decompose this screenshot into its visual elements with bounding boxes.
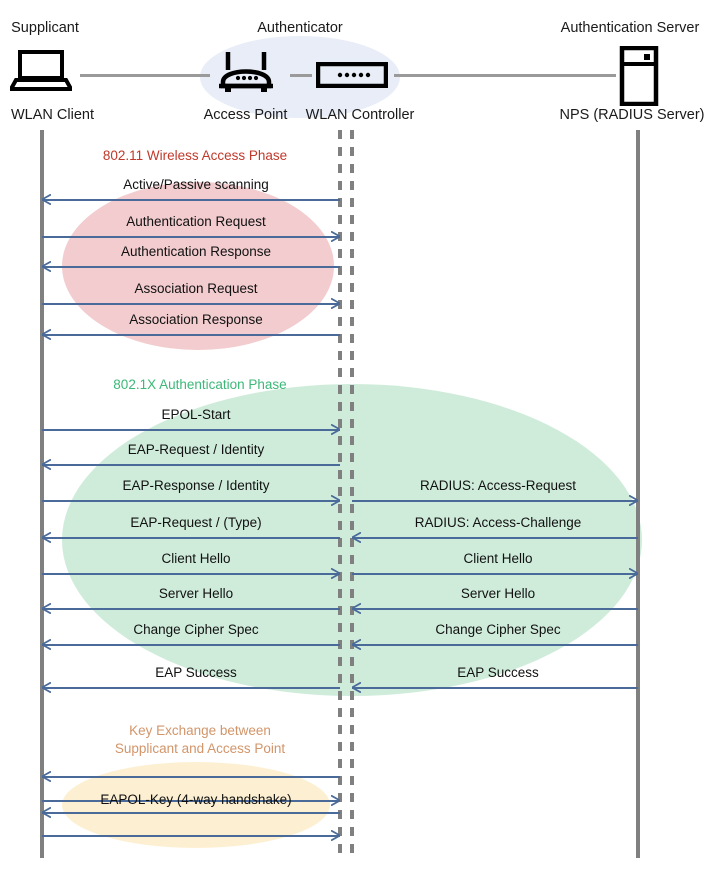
message-label-eapol-key: EAPOL-Key (4-way handshake): [100, 792, 292, 807]
arrowhead-left: [42, 532, 51, 543]
message-label-left-9: Client Hello: [161, 551, 231, 566]
key-exchange-arrow-3: [42, 830, 340, 841]
arrowhead-right: [331, 298, 340, 309]
actor-title-authenticator: Authenticator: [257, 20, 343, 36]
message-arrow-left-9: [42, 568, 340, 579]
arrowhead-left: [42, 603, 51, 614]
message-arrow-right-4: [352, 639, 638, 650]
message-label-right-5: EAP Success: [457, 665, 539, 680]
message-arrow-left-12: [42, 682, 340, 693]
message-arrow-left-6: [42, 459, 340, 470]
phase-caption-wireless-access: 802.11 Wireless Access Phase: [102, 148, 288, 163]
message-arrow-left-1: [42, 231, 340, 242]
arrowhead-left: [42, 639, 51, 650]
message-arrow-right-1: [352, 532, 638, 543]
message-label-left-4: Association Response: [129, 312, 263, 327]
message-label-right-4: Change Cipher Spec: [435, 622, 561, 637]
message-label-left-1: Authentication Request: [126, 214, 266, 229]
link-client-ap: [80, 74, 210, 77]
message-label-right-1: RADIUS: Access-Challenge: [414, 515, 582, 530]
message-label-left-12: EAP Success: [155, 665, 237, 680]
message-label-left-0: Active/Passive scanning: [123, 177, 269, 192]
arrowhead-left: [352, 639, 361, 650]
actor-title-supplicant: Supplicant: [11, 20, 79, 36]
arrowhead-left: [352, 603, 361, 614]
arrowhead-right: [629, 495, 638, 506]
message-label-left-8: EAP-Request / (Type): [130, 515, 262, 530]
actor-title-auth-server: Authentication Server: [560, 20, 700, 36]
message-label-left-3: Association Request: [134, 281, 258, 296]
message-arrow-left-11: [42, 639, 340, 650]
message-arrow-left-2: [42, 261, 340, 272]
message-label-left-10: Server Hello: [158, 586, 234, 601]
arrowhead-left: [42, 771, 51, 782]
message-label-left-7: EAP-Response / Identity: [122, 478, 270, 493]
arrowhead-left: [42, 682, 51, 693]
message-arrow-right-5: [352, 682, 638, 693]
message-label-right-3: Server Hello: [460, 586, 536, 601]
actor-sublabel-wlan-client: WLAN Client: [11, 107, 94, 123]
arrowhead-right: [331, 795, 340, 806]
arrowhead-right: [629, 568, 638, 579]
message-arrow-left-5: [42, 424, 340, 435]
lifeline-access-point: [338, 130, 342, 858]
key-exchange-arrow-2: [42, 807, 340, 818]
key-exchange-arrow-0: [42, 771, 340, 782]
message-label-right-2: Client Hello: [463, 551, 533, 566]
message-arrow-right-2: [352, 568, 638, 579]
arrowhead-right: [331, 568, 340, 579]
phase-caption-key-exchange-line1: Key Exchange between: [129, 723, 271, 738]
lifeline-wlan-controller: [350, 130, 354, 858]
laptop-icon: [10, 50, 72, 91]
actor-sublabel-nps-radius: NPS (RADIUS Server): [559, 107, 705, 123]
message-label-left-11: Change Cipher Spec: [133, 622, 259, 637]
arrowhead-left: [42, 261, 51, 272]
message-arrow-right-0: [352, 495, 638, 506]
message-label-right-0: RADIUS: Access-Request: [419, 478, 577, 493]
lifeline-auth-server: [636, 130, 640, 858]
arrowhead-right: [331, 231, 340, 242]
phase-caption-dot1x: 802.1X Authentication Phase: [113, 377, 287, 392]
arrowhead-left: [352, 532, 361, 543]
message-label-left-6: EAP-Request / Identity: [127, 442, 265, 457]
authenticator-blob: [200, 36, 400, 118]
message-arrow-left-10: [42, 603, 340, 614]
message-arrow-left-0: [42, 194, 340, 205]
lifeline-supplicant: [40, 130, 44, 858]
message-arrow-left-4: [42, 329, 340, 340]
arrowhead-right: [331, 495, 340, 506]
message-arrow-left-7: [42, 495, 340, 506]
access-point-icon: [219, 52, 273, 92]
phase-caption-key-exchange-line2: Supplicant and Access Point: [114, 741, 286, 757]
message-arrow-left-3: [42, 298, 340, 309]
link-ap-wlc: [290, 74, 312, 77]
actor-sublabel-wlan-controller: WLAN Controller: [305, 107, 415, 123]
message-label-left-5: EPOL-Start: [161, 407, 231, 422]
arrowhead-right: [331, 830, 340, 841]
message-label-left-2: Authentication Response: [120, 244, 272, 259]
arrowhead-left: [42, 459, 51, 470]
wlan-controller-icon: [316, 62, 388, 88]
arrowhead-left: [42, 807, 51, 818]
arrowhead-left: [42, 194, 51, 205]
actor-sublabel-access-point: Access Point: [203, 107, 288, 123]
arrowhead-left: [42, 329, 51, 340]
server-icon: [619, 46, 659, 106]
message-arrow-left-8: [42, 532, 340, 543]
arrowhead-right: [331, 424, 340, 435]
phase-caption-key-exchange: Key Exchange between Supplicant and Acce…: [55, 722, 345, 758]
message-arrow-right-3: [352, 603, 638, 614]
key-exchange-arrow-1: [42, 795, 340, 806]
arrowhead-left: [352, 682, 361, 693]
link-wlc-server: [394, 74, 616, 77]
